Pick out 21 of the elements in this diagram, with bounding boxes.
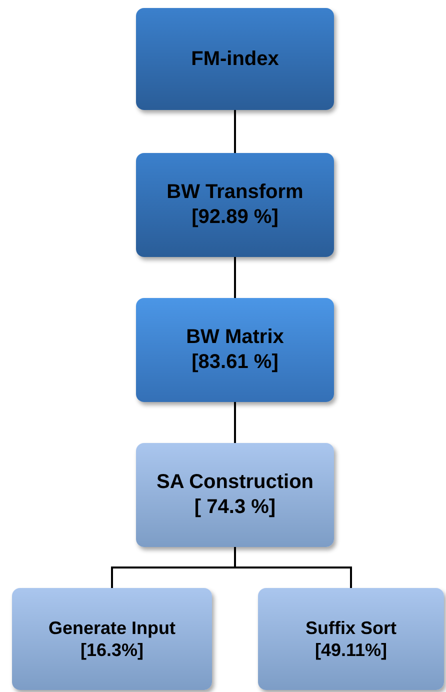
percentage-text: [92.89 %]	[192, 205, 278, 230]
percentage-text: [49.11%]	[314, 639, 388, 662]
box-title: SA Construction	[156, 470, 314, 495]
box-title: Generate Input	[48, 616, 176, 639]
process-box	[136, 153, 334, 257]
process-box	[136, 298, 334, 402]
box-title: BW Matrix	[186, 325, 284, 350]
process-box	[136, 8, 334, 110]
process-box	[12, 588, 212, 690]
connector-line	[234, 110, 236, 153]
percentage-text: [16.3%]	[80, 639, 144, 662]
box-title: Suffix Sort	[305, 616, 396, 639]
process-box	[258, 588, 444, 690]
percentage-text: [83.61 %]	[192, 350, 278, 375]
box-title: BW Transform	[166, 180, 304, 205]
percentage-text: [ 74.3 %]	[194, 495, 276, 520]
connector-line	[234, 257, 236, 298]
connector-line	[234, 402, 236, 443]
box-title: FM-index	[191, 46, 279, 72]
process-box	[136, 443, 334, 547]
connector-line	[234, 547, 352, 588]
